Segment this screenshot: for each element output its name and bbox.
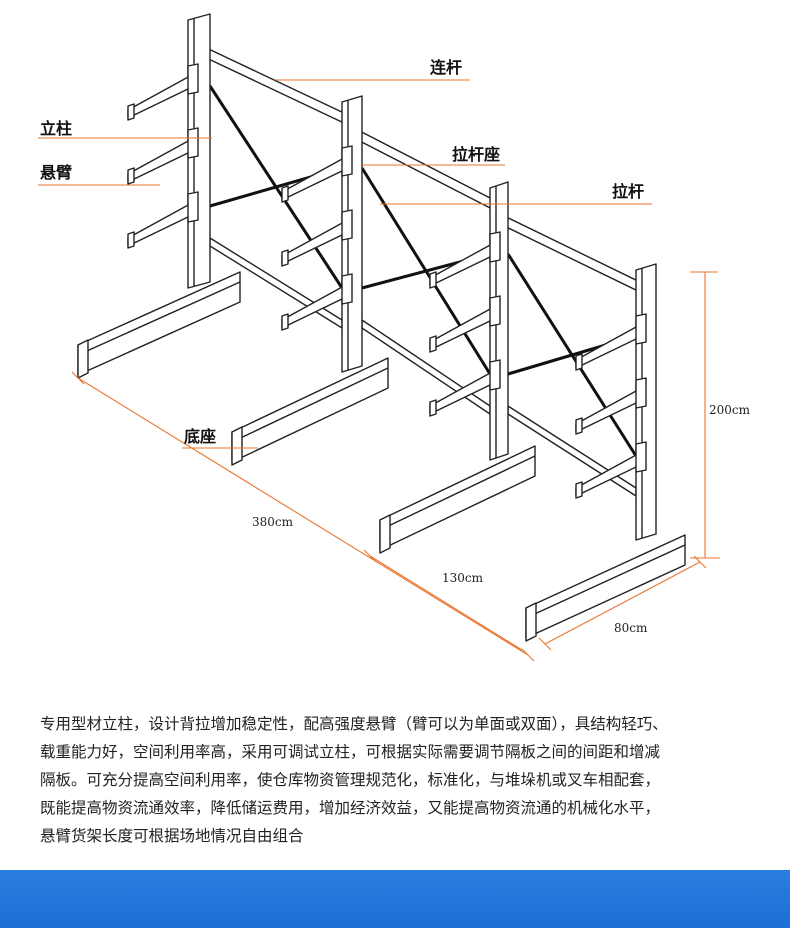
arm-bracket-2-1 [341, 145, 353, 177]
arm-tip-1-2 [127, 167, 135, 185]
base-beam-edge-3 [379, 455, 536, 531]
base-beam-edge-2 [231, 367, 389, 443]
arm-tip-1-3 [127, 231, 135, 249]
arm-bracket-2-3 [341, 273, 353, 305]
arm-bracket-1-3 [187, 191, 199, 223]
label-lian-gan: 连杆 [430, 58, 462, 77]
arm-3-1 [429, 243, 493, 287]
description-line-5: 悬臂货架长度可根据场地情况自由组合 [40, 827, 304, 845]
arm-tip-1-1 [127, 103, 135, 121]
description-text: 专用型材立柱，设计背拉增加稳定性，配高强度悬臂（臂可以为单面或双面），具结构轻巧… [40, 710, 770, 850]
dim-depth: 80cm [614, 621, 648, 635]
rack-structure [77, 13, 686, 642]
top-tie-bar-1 [197, 43, 347, 125]
description-line-4: 既能提高物资流通效率，降低储运费用，增加经济效益，又能提高物资流通的机械化水平， [40, 799, 661, 817]
arm-bracket-3-3 [489, 359, 501, 391]
arm-tip-4-1 [575, 353, 583, 371]
arm-tip-3-3 [429, 399, 437, 417]
dim-bay-length: 130cm [442, 571, 484, 585]
base-beam-1 [77, 271, 241, 376]
base-beam-2 [231, 357, 389, 463]
top-tie-bar-2 [349, 125, 495, 211]
base-end-plate-4 [525, 602, 537, 642]
dim-total-length: 380cm [252, 515, 294, 529]
description-line-2: 载重能力好，空间利用率高，采用可调试立柱，可根据实际需要调节隔板之间的间距和增减 [40, 743, 661, 761]
label-di-zuo: 底座 [184, 427, 216, 446]
label-li-zhu: 立柱 [40, 119, 72, 138]
arm-tip-4-2 [575, 417, 583, 435]
arm-tip-2-1 [281, 185, 289, 203]
base-beam-edge-4 [525, 544, 686, 619]
dim-line-bay-length [369, 555, 523, 651]
base-beam-4 [525, 534, 686, 639]
dim-tick-depth-start [538, 637, 552, 651]
base-beam-3 [379, 445, 536, 551]
arm-3-2 [429, 307, 493, 351]
base-end-plate-2 [231, 426, 243, 466]
arm-bracket-4-3 [635, 441, 647, 473]
arm-1-3 [127, 203, 191, 247]
arm-4-2 [575, 389, 639, 433]
arm-bracket-1-1 [187, 63, 199, 95]
arm-tip-4-3 [575, 481, 583, 499]
arm-bracket-4-1 [635, 313, 647, 345]
arm-tip-3-2 [429, 335, 437, 353]
label-la-gan: 拉杆 [612, 182, 644, 201]
dim-line-depth [544, 561, 701, 645]
dim-height: 200cm [709, 403, 751, 417]
dim-tick-length-start [71, 371, 85, 385]
dim-tick-length-end [521, 648, 535, 662]
arm-1-1 [127, 75, 191, 119]
base-end-plate-1 [77, 339, 89, 379]
arm-bracket-1-2 [187, 127, 199, 159]
dimension-lines [71, 271, 720, 662]
leader-lines [38, 79, 652, 449]
arm-4-1 [575, 325, 639, 369]
footer-bar [0, 870, 790, 928]
description-line-1: 专用型材立柱，设计背拉增加稳定性，配高强度悬臂（臂可以为单面或双面），具结构轻巧… [40, 715, 668, 733]
dim-tick-depth-end [693, 555, 707, 569]
dim-line-total-length [77, 377, 529, 656]
arm-bracket-2-2 [341, 209, 353, 241]
arm-tip-2-3 [281, 313, 289, 331]
top-tie-bar-3 [495, 211, 641, 293]
arm-1-2 [127, 139, 191, 183]
base-end-plate-3 [379, 514, 391, 554]
label-xuan-bi: 悬臂 [39, 163, 72, 182]
arm-tip-3-1 [429, 271, 437, 289]
arm-2-1 [281, 157, 345, 201]
label-la-gan-zuo: 拉杆座 [452, 145, 500, 164]
base-beam-edge-1 [77, 281, 241, 356]
arm-bracket-3-2 [489, 295, 501, 327]
arm-tip-2-2 [281, 249, 289, 267]
cantilever-rack-diagram: 连杆 立柱 悬臂 拉杆座 拉杆 底座 380cm 130cm 80cm 200c… [38, 13, 751, 662]
dim-tick-bay-start [363, 549, 377, 563]
arm-2-2 [281, 221, 345, 265]
description-line-3: 隔板。可充分提高空间利用率，使仓库物资管理规范化，标准化，与堆垛机或叉车相配套， [40, 771, 661, 789]
arm-bracket-3-1 [489, 231, 501, 263]
arm-bracket-4-2 [635, 377, 647, 409]
